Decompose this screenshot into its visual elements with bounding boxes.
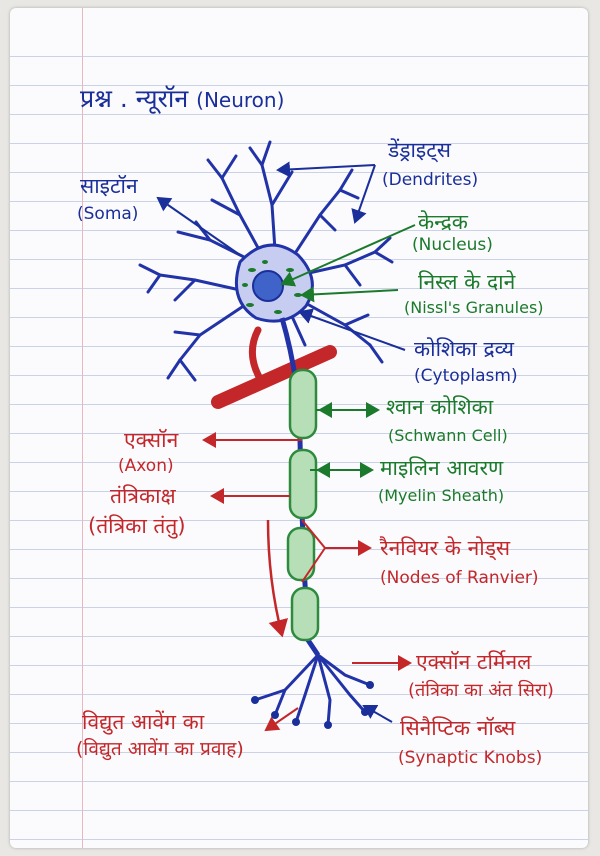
axon-terminal-drawing: [253, 653, 372, 727]
dendrites-label-hindi: डेंड्राइट्स: [388, 138, 451, 162]
cytoplasm-label-english: (Cytoplasm): [414, 366, 518, 386]
nucleus-label-hindi: केन्द्रक: [418, 210, 468, 234]
knobs-label-english: (Synaptic Knobs): [398, 748, 543, 768]
knobs-label-hindi: सिनैप्टिक नॉब्स: [400, 716, 516, 740]
synaptic-knobs-drawing: [251, 681, 374, 729]
page-title: प्रश्न . न्यूरॉन (Neuron): [80, 86, 284, 111]
impulse-label-hindi: विद्युत आवेंग का: [82, 710, 205, 734]
myelin-label-hindi: माइलिन आवरण: [380, 456, 504, 480]
schwann-label-hindi: श्वान कोशिका: [386, 395, 494, 419]
pointer-arrows: [156, 161, 416, 732]
axon-terminal-label-hindi: एक्सॉन टर्मिनल: [416, 650, 532, 674]
impulse-label-sub: (विद्युत आवेंग का प्रवाह): [76, 738, 244, 760]
nucleus-drawing: [252, 270, 284, 302]
cytoplasm-label-hindi: कोशिका द्रव्य: [414, 337, 515, 361]
ranvier-label-hindi: रैनवियर के नोड्स: [380, 536, 511, 560]
axon-label-hindi: एक्सॉन: [124, 428, 179, 452]
schwann-label-english: (Schwann Cell): [388, 426, 508, 445]
soma-label-hindi: साइटॉन: [80, 174, 138, 198]
impulse-direction-arrow: [266, 519, 288, 638]
axon-label-english: (Axon): [118, 456, 174, 476]
myelin-sheath-drawing: [286, 368, 320, 642]
myelin-label-english: (Myelin Sheath): [378, 486, 505, 505]
nissl-label-english: (Nissl's Granules): [404, 298, 544, 317]
nissl-label-hindi: निस्ल के दाने: [418, 270, 516, 294]
dendrites-label-english: (Dendrites): [382, 170, 479, 190]
title-english: (Neuron): [196, 88, 285, 112]
soma-label-english: (Soma): [77, 204, 139, 224]
dendrites-drawing: [138, 140, 394, 382]
nerve-fiber-label-sub: (तंत्रिका तंतु): [88, 514, 186, 538]
axon-terminal-label-sub: (तंत्रिका का अंत सिरा): [408, 680, 554, 701]
ranvier-label-english: (Nodes of Ranvier): [380, 568, 539, 588]
blood-vessel-drawing: [211, 345, 337, 409]
nucleus-label-english: (Nucleus): [412, 235, 493, 255]
nerve-fiber-label-hindi: तंत्रिकाक्ष: [110, 484, 176, 508]
margin-line: [82, 8, 83, 848]
title-hindi: प्रश्न . न्यूरॉन: [80, 84, 189, 113]
blood-vessel-branch: [248, 326, 266, 386]
